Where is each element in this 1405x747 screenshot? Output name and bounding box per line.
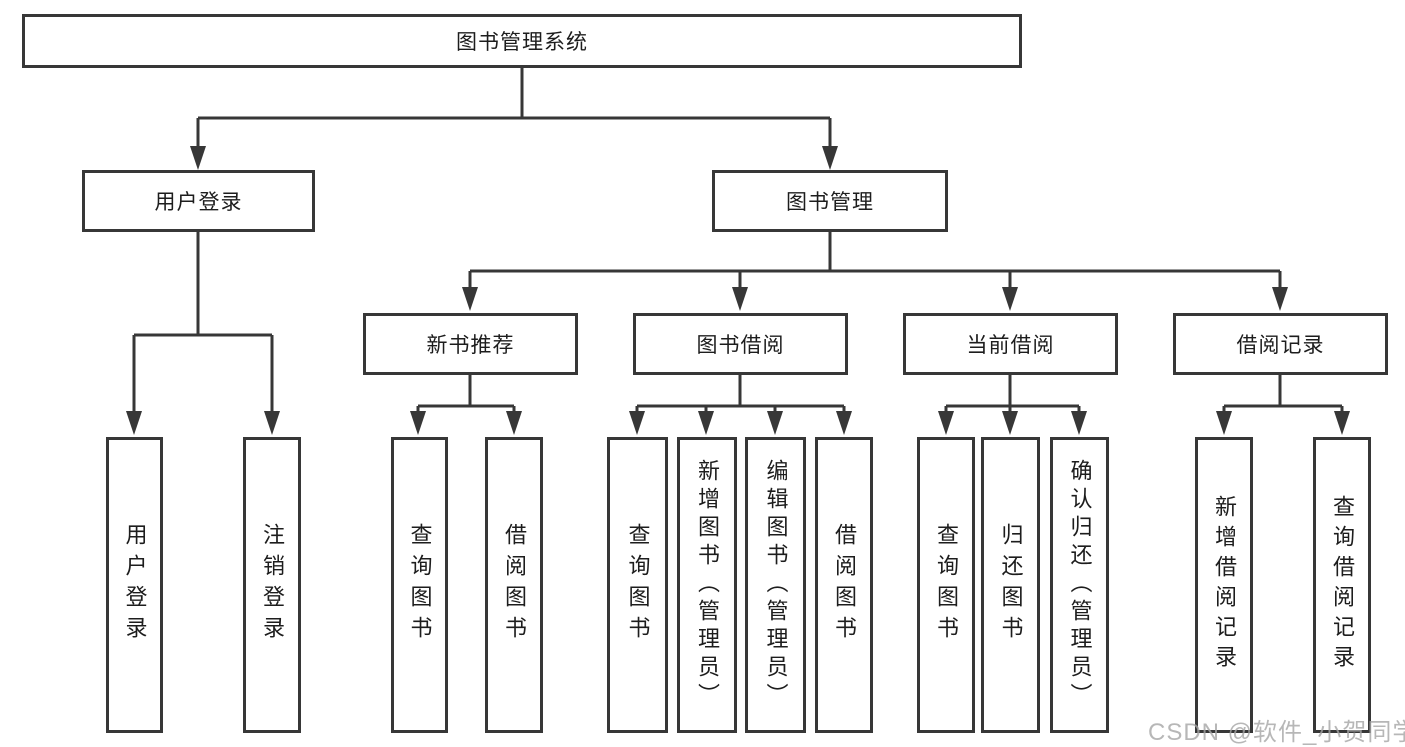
- leaf-query-books-current: 查询图书: [917, 437, 975, 733]
- leaf-user-login: 用户登录: [106, 437, 163, 733]
- leaf-borrow-books-recommend: 借阅图书: [485, 437, 543, 733]
- leaf-borrow-books-borrowing: 借阅图书: [815, 437, 873, 733]
- node-user-login: 用户登录: [82, 170, 315, 232]
- leaf-logout-login: 注销登录: [243, 437, 301, 733]
- node-book-borrowing: 图书借阅: [633, 313, 848, 375]
- node-current-borrowing: 当前借阅: [903, 313, 1118, 375]
- leaf-add-book-admin: 新增图书（管理员）: [677, 437, 737, 733]
- leaf-edit-book-admin: 编辑图书（管理员）: [745, 437, 806, 733]
- node-borrowing-records: 借阅记录: [1173, 313, 1388, 375]
- leaf-confirm-return-admin: 确认归还（管理员）: [1050, 437, 1109, 733]
- leaf-query-borrow-record: 查询借阅记录: [1313, 437, 1371, 733]
- node-library-management-system: 图书管理系统: [22, 14, 1022, 68]
- node-book-management: 图书管理: [712, 170, 948, 232]
- leaf-return-books: 归还图书: [981, 437, 1040, 733]
- leaf-query-books-recommend: 查询图书: [391, 437, 448, 733]
- watermark-text: CSDN @软件_小贺同学: [1148, 719, 1405, 746]
- leaf-query-books-borrowing: 查询图书: [607, 437, 668, 733]
- node-new-book-recommendation: 新书推荐: [363, 313, 578, 375]
- leaf-add-borrow-record: 新增借阅记录: [1195, 437, 1253, 733]
